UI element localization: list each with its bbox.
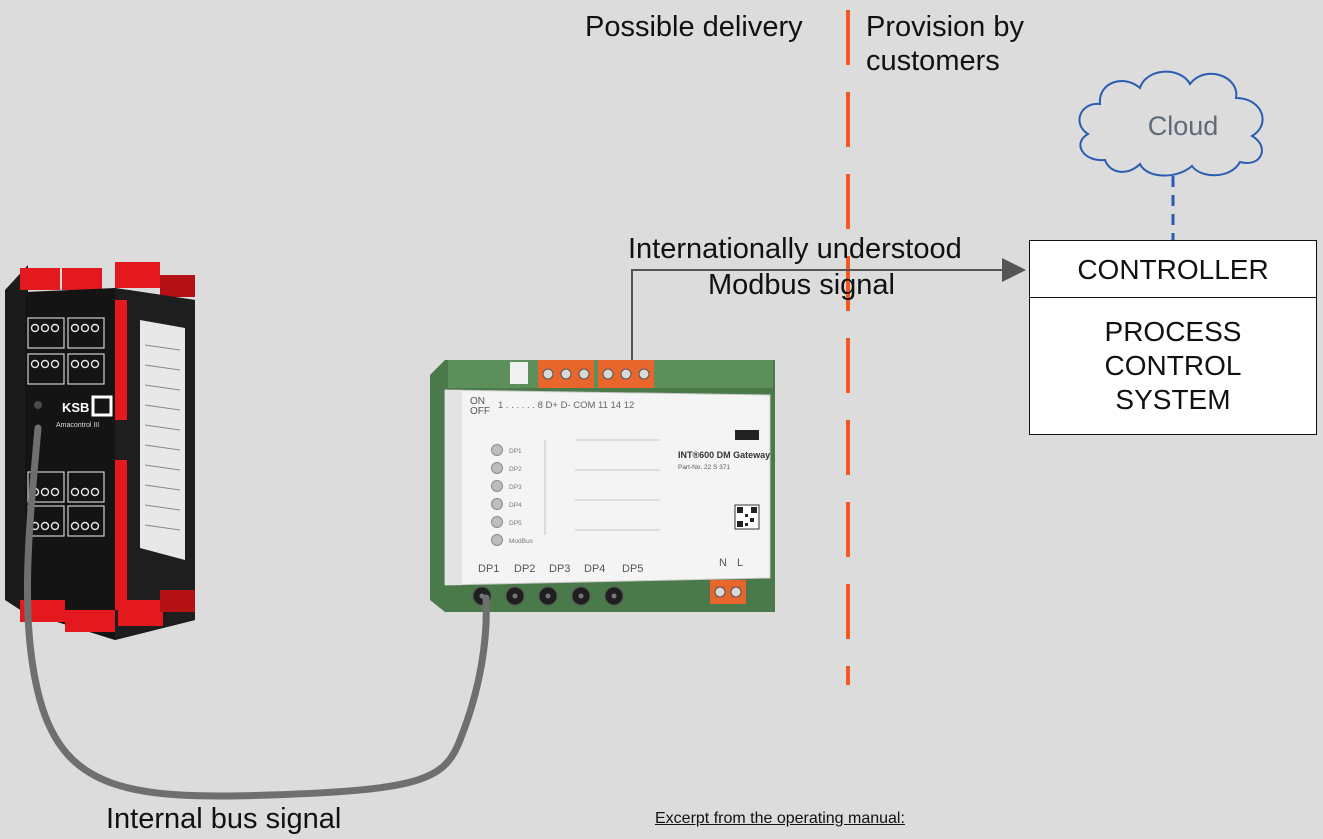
cloud-label: Cloud [1148, 111, 1219, 141]
amacontrol-brand: KSB [62, 400, 89, 415]
gateway-port-label-dp2: DP2 [514, 563, 535, 575]
provision-line-2: customers [866, 45, 1000, 77]
gateway-port-label-dp5: DP5 [622, 563, 643, 575]
amacontrol-model: Amacontrol III [56, 422, 99, 429]
provision-by-customers-label: Provision by customers [866, 10, 1024, 78]
modbus-signal-label-line1: Internationally understood [628, 233, 962, 265]
internal-bus-cable [23, 424, 490, 800]
modbus-arrow [631, 258, 1026, 374]
pcs-line-1: PROCESS [1104, 316, 1242, 347]
gateway-port-label-dp4: DP4 [584, 563, 605, 575]
gateway-power-l: L [737, 557, 743, 569]
gateway-led-dp3: DP3 [509, 484, 522, 491]
gateway-switch-off: OFF [470, 406, 490, 417]
gateway-port-label-dp1: DP1 [478, 563, 499, 575]
gateway-led-dp5: DP5 [509, 520, 522, 527]
gateway-led-dp4: DP4 [509, 502, 522, 509]
internal-bus-signal-label: Internal bus signal [106, 803, 342, 835]
provision-line-1: Provision by [866, 11, 1024, 43]
gateway-title: INT®600 DM Gateway [678, 450, 770, 460]
gateway-led-modbus: ModBus [509, 538, 534, 545]
modbus-signal-label-line2: Modbus signal [708, 269, 895, 301]
gateway-led-dp1: DP1 [509, 448, 522, 455]
gateway-port-label-dp3: DP3 [549, 563, 570, 575]
gateway-top-terminals: 1 . . . . . . 8 D+ D- COM 11 14 12 [498, 400, 634, 411]
pcs-line-3: SYSTEM [1115, 384, 1231, 415]
pcs-line-2: CONTROL [1104, 350, 1242, 381]
gateway-led-dp2: DP2 [509, 466, 522, 473]
amacontrol-device: KSB Amacontrol III [5, 262, 195, 640]
gateway-power-n: N [719, 557, 727, 569]
gateway-part-no: Part-No. 22 S 371 [678, 464, 730, 471]
process-control-system-box: PROCESS CONTROL SYSTEM [1029, 297, 1317, 435]
possible-delivery-label: Possible delivery [585, 11, 803, 43]
gateway-device: ON OFF 1 . . . . . . 8 D+ D- COM 11 14 1… [430, 360, 775, 612]
manual-excerpt-link: Excerpt from the operating manual: [655, 810, 905, 827]
controller-box: CONTROLLER [1029, 240, 1317, 299]
gateway-switch-on: ON [470, 396, 485, 407]
cloud-shape [1078, 70, 1264, 177]
